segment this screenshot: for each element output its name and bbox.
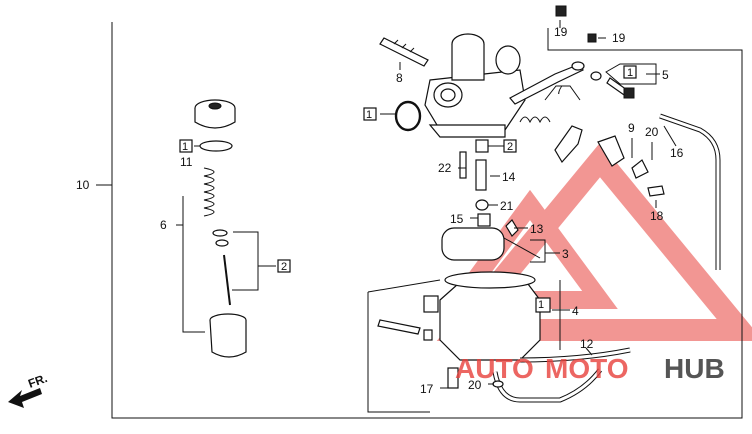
leader-2-bracket xyxy=(232,231,259,291)
front-direction-indicator: FR. xyxy=(8,371,49,408)
label-2-mid: 2 xyxy=(507,141,513,153)
direction-label: FR. xyxy=(26,371,49,391)
label-2-left: 2 xyxy=(281,261,287,273)
adjust-screw-8 xyxy=(379,37,429,67)
screw-17 xyxy=(447,367,459,389)
arrow-left-down-icon xyxy=(8,388,42,408)
label-1-left: 1 xyxy=(182,141,188,153)
box-2-mid xyxy=(503,139,517,153)
label-12: 12 xyxy=(580,337,594,351)
chamber-frame-top xyxy=(367,279,441,293)
float-3 xyxy=(441,213,541,261)
frame-outline xyxy=(111,22,743,419)
label-22: 22 xyxy=(438,161,452,175)
cap-gasket xyxy=(199,140,233,152)
jets xyxy=(459,139,489,211)
label-5: 5 xyxy=(662,68,669,82)
box-2-left xyxy=(277,259,291,273)
box-1-left xyxy=(179,139,193,153)
label-6: 6 xyxy=(160,218,167,232)
label-20-top: 20 xyxy=(645,125,659,139)
label-1-right: 1 xyxy=(627,67,633,79)
label-21: 21 xyxy=(500,199,514,213)
jet-22 xyxy=(459,151,467,179)
chamber-gasket xyxy=(444,271,536,289)
label-17: 17 xyxy=(420,382,434,396)
watermark-triangle-large xyxy=(436,142,752,341)
label-16: 16 xyxy=(670,146,684,160)
lever-9 xyxy=(597,135,649,179)
jet-14 xyxy=(475,159,487,191)
air-screw xyxy=(377,319,421,335)
label-18: 18 xyxy=(650,209,664,223)
label-7: 7 xyxy=(556,83,563,97)
label-11: 11 xyxy=(180,155,193,169)
bolt-18 xyxy=(647,185,665,197)
choke-parts-7 xyxy=(519,116,583,164)
watermark-auto: AUTO xyxy=(455,353,534,384)
label-8: 8 xyxy=(396,71,403,85)
watermark-moto: MOTO xyxy=(545,353,628,384)
label-20-bottom: 20 xyxy=(468,378,482,392)
leader-12 xyxy=(585,347,593,356)
leader-6 xyxy=(182,196,205,333)
label-19-right: 19 xyxy=(612,31,626,45)
cap-assembly xyxy=(194,99,236,152)
label-14: 14 xyxy=(502,170,516,184)
chamber-frame-left xyxy=(367,292,430,413)
leader-16 xyxy=(663,125,677,147)
watermark-text: AUTO MOTO HUB xyxy=(455,353,725,384)
throttle-valve xyxy=(209,313,247,358)
needle-13 xyxy=(505,219,519,237)
label-4: 4 xyxy=(572,304,579,318)
screw-19 xyxy=(555,5,597,43)
cable-bracket xyxy=(509,61,585,105)
box-1-right xyxy=(623,65,637,79)
needle-parts xyxy=(212,229,231,306)
drain-plug-1 xyxy=(535,297,551,313)
screw-5 xyxy=(590,71,635,99)
watermark-hub: HUB xyxy=(664,353,725,384)
leader-3-bracket xyxy=(530,239,546,263)
o-ring-1 xyxy=(394,100,422,132)
label-10: 10 xyxy=(76,178,90,192)
carb-outlet xyxy=(495,45,521,75)
box-1-top xyxy=(363,107,377,121)
float-valve-15 xyxy=(477,213,491,227)
hose-16 xyxy=(659,113,721,270)
jet-21 xyxy=(475,199,489,211)
label-19-top: 19 xyxy=(554,25,568,39)
label-1-chamber: 1 xyxy=(538,299,544,311)
label-15: 15 xyxy=(450,212,464,226)
label-1-top: 1 xyxy=(366,109,372,121)
carburetor-body xyxy=(424,33,526,138)
float-chamber xyxy=(377,271,551,361)
leader-7 xyxy=(544,85,581,101)
label-13: 13 xyxy=(530,222,544,236)
throttle-spring xyxy=(203,167,215,217)
label-9: 9 xyxy=(628,121,635,135)
label-3: 3 xyxy=(562,247,569,261)
